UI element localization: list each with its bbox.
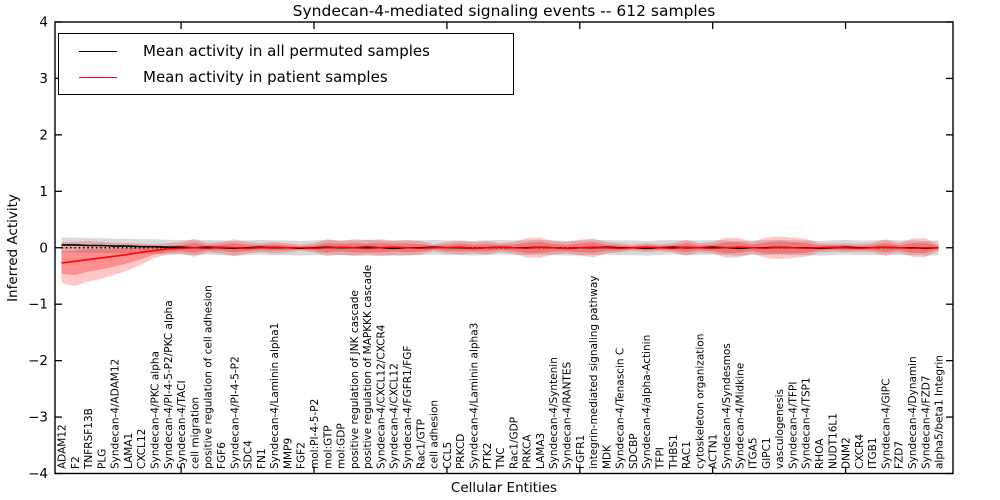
entity-label: Rac1/GDP bbox=[508, 417, 520, 469]
entity-label: Syndecan-4/alpha-Actinin bbox=[641, 335, 653, 469]
entity-label: Syndecan-4/RANTES bbox=[561, 362, 573, 469]
chart-title: Syndecan-4-mediated signaling events -- … bbox=[292, 2, 716, 20]
entity-label: LAMA1 bbox=[123, 433, 135, 469]
entity-label: Syndecan-4/Syntenin bbox=[548, 357, 560, 469]
entity-label: NUDT16L1 bbox=[827, 413, 839, 469]
y-tick-label: −3 bbox=[28, 410, 48, 426]
entity-label: Syndecan-4/Laminin alpha3 bbox=[468, 323, 480, 469]
entity-label: PRKCA bbox=[522, 434, 534, 469]
entity-label: mol:PI-4-5-P2 bbox=[309, 399, 321, 469]
entity-label: RHOA bbox=[814, 438, 826, 469]
entity-label: THBS1 bbox=[668, 434, 680, 470]
entity-label: DNM2 bbox=[841, 437, 853, 469]
y-tick-label: 3 bbox=[39, 71, 48, 87]
entity-label: RAC1 bbox=[681, 441, 693, 469]
entity-label: TNC bbox=[495, 447, 507, 470]
patient-line-swatch bbox=[79, 76, 117, 78]
entity-label: alpha5/beta1 Integrin bbox=[934, 355, 946, 469]
entity-label: Syndecan-4/TFPI bbox=[787, 382, 799, 469]
legend-row-permuted: Mean activity in all permuted samples bbox=[69, 42, 503, 60]
y-tick-label: −4 bbox=[28, 466, 48, 482]
entity-label: FGF6 bbox=[216, 442, 228, 469]
entity-label: CCL5 bbox=[442, 442, 454, 469]
y-tick-label: 2 bbox=[39, 127, 48, 143]
entity-label: PTK2 bbox=[482, 443, 494, 469]
entity-label: CXCR4 bbox=[854, 434, 866, 469]
entity-label: Syndecan-4/GIPC bbox=[880, 379, 892, 469]
entity-label: PRKCD bbox=[455, 434, 467, 469]
entity-label: cytoskeleton organization bbox=[694, 334, 706, 469]
y-tick-label: −1 bbox=[28, 297, 48, 313]
entity-label: TNFRSF13B bbox=[83, 408, 95, 470]
entity-label: Syndecan-4/Syndesmos bbox=[721, 343, 733, 469]
legend-label-patient: Mean activity in patient samples bbox=[143, 68, 388, 86]
entity-label: vasculogenesis bbox=[774, 389, 786, 469]
entity-label: ADAM12 bbox=[57, 424, 69, 469]
entity-label: Syndecan-4/FGFR1/FGF bbox=[402, 346, 414, 469]
entity-label: Syndecan-4/Midkine bbox=[734, 363, 746, 469]
entity-label: TFPI bbox=[655, 447, 667, 470]
entity-label: ACTN1 bbox=[708, 434, 720, 469]
y-tick-label: 1 bbox=[39, 184, 48, 200]
entity-label: cell adhesion bbox=[429, 400, 441, 469]
entity-label: SDCBP bbox=[628, 433, 640, 469]
entity-label: ITGB1 bbox=[867, 437, 879, 469]
entity-label: mol:GDP bbox=[336, 423, 348, 469]
entity-label: Syndecan-4/FZD7 bbox=[920, 375, 932, 469]
entity-label: Syndecan-4/Tenascin C bbox=[615, 348, 627, 469]
entity-label: Syndecan-4/PI-4-5-P2 bbox=[229, 356, 241, 469]
legend-label-permuted: Mean activity in all permuted samples bbox=[143, 42, 430, 60]
entity-label: FZD7 bbox=[894, 441, 906, 469]
entity-label: cell migration bbox=[189, 397, 201, 469]
x-axis-label: Cellular Entities bbox=[450, 480, 558, 496]
entity-label: ITGA5 bbox=[748, 437, 760, 469]
entity-label: MDK bbox=[601, 444, 613, 469]
entity-label: LAMA3 bbox=[535, 433, 547, 469]
entity-label: Syndecan-4/Laminin alpha1 bbox=[269, 323, 281, 469]
entity-label: FN1 bbox=[256, 448, 268, 469]
entity-label: Syndecan-4/CXCL12 bbox=[389, 363, 401, 469]
entity-label: integrin-mediated signaling pathway bbox=[588, 275, 600, 469]
patient-band-inner bbox=[61, 241, 939, 275]
entity-label: positive regulation of MAPKKK cascade bbox=[362, 265, 374, 469]
y-tick-label: 4 bbox=[39, 15, 48, 31]
entity-label: GIPC1 bbox=[761, 437, 773, 469]
entity-label: SDC4 bbox=[243, 440, 255, 469]
legend: Mean activity in all permuted samples Me… bbox=[58, 33, 514, 95]
permuted-line-swatch bbox=[79, 50, 117, 52]
entity-label: MMP9 bbox=[282, 438, 294, 469]
entity-label: positive regulation of JNK cascade bbox=[349, 290, 361, 469]
entity-label: F2 bbox=[70, 456, 82, 469]
y-tick-label: −2 bbox=[28, 353, 48, 369]
entity-label: Syndecan-4/CXCL12/CXCR4 bbox=[375, 324, 387, 469]
entity-label: Syndecan-4/TSP1 bbox=[801, 377, 813, 469]
entity-label: Syndecan-4/Dynamin bbox=[907, 356, 919, 469]
patient-band-outer bbox=[61, 236, 939, 287]
entity-label: positive regulation of cell adhesion bbox=[203, 285, 215, 469]
entity-label: FGF2 bbox=[296, 442, 308, 469]
entity-label: Syndecan-4/PKC alpha bbox=[150, 351, 162, 469]
entity-label: Syndecan-4/ADAM12 bbox=[110, 359, 122, 469]
entity-label: Syndecan-4/PI-4-5-P2/PKC alpha bbox=[163, 300, 175, 469]
entity-label: Syndecan-4/TACI bbox=[176, 380, 188, 469]
entity-label: mol:GTP bbox=[322, 425, 334, 469]
y-tick-label: 0 bbox=[39, 240, 48, 256]
entity-label: PLG bbox=[96, 449, 108, 469]
entity-label: FGFR1 bbox=[575, 435, 587, 469]
legend-row-patient: Mean activity in patient samples bbox=[69, 68, 503, 86]
entity-label: Rac1/GTP bbox=[415, 419, 427, 469]
patient-mean-line bbox=[61, 246, 939, 264]
entity-label: CXCL12 bbox=[136, 429, 148, 469]
